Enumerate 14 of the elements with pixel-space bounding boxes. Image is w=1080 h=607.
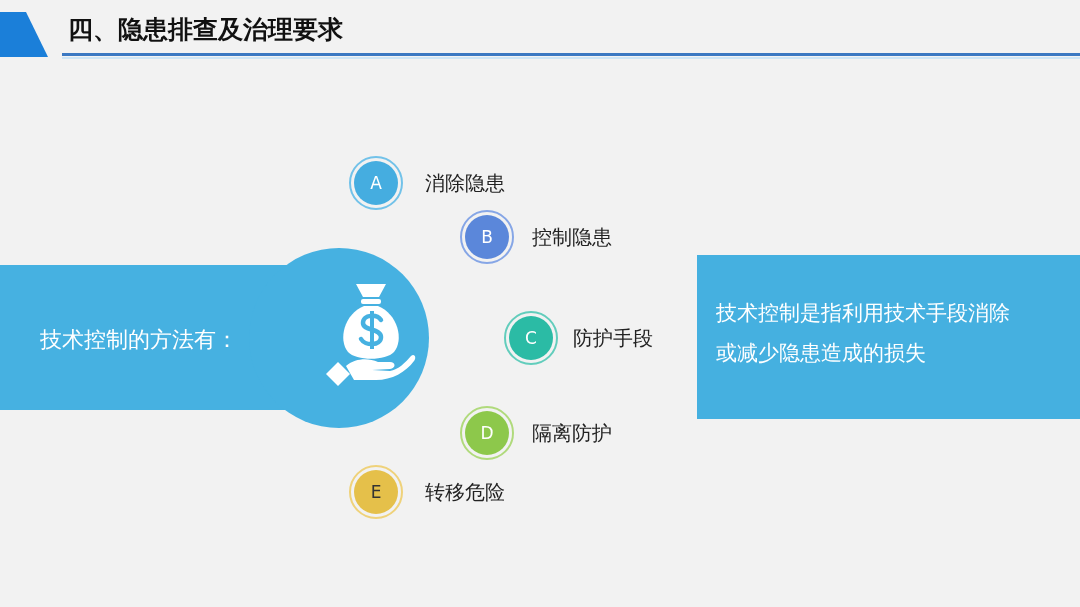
letter-circle: D	[460, 406, 514, 460]
letter-circle: E	[349, 465, 403, 519]
item-label: 防护手段	[573, 325, 653, 352]
banner-text: 技术控制的方法有：	[40, 326, 238, 354]
item-label: 控制隐患	[532, 224, 612, 251]
letter-circle: A	[349, 156, 403, 210]
banner	[0, 248, 430, 428]
letter-circle: B	[460, 210, 514, 264]
text-panel: 技术控制是指利用技术手段消除或减少隐患造成的损失	[697, 255, 1080, 419]
slide-title: 四、隐患排查及治理要求	[68, 14, 343, 46]
letter-circle: C	[504, 311, 558, 365]
item-label: 隔离防护	[532, 420, 612, 447]
item-label: 转移危险	[425, 479, 505, 506]
item-label: 消除隐患	[425, 170, 505, 197]
